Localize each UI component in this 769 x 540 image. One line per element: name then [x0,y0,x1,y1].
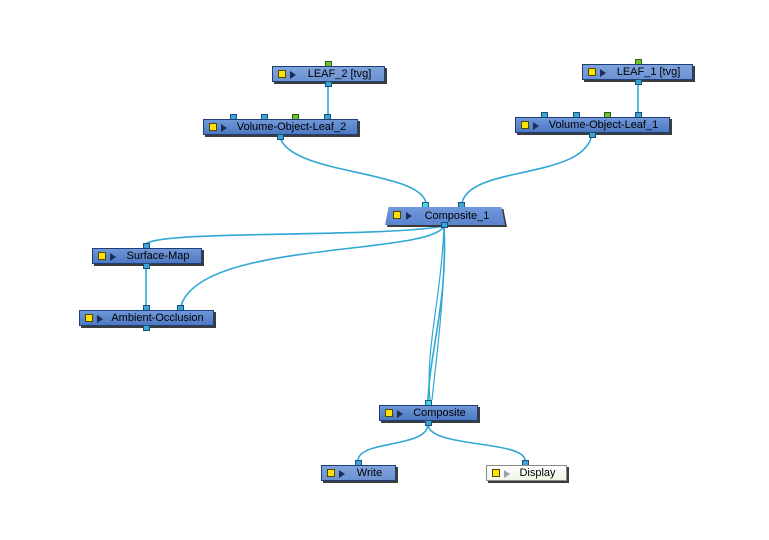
expand-arrow-icon[interactable] [339,470,345,478]
node-label: LEAF_1 [tvg] [616,66,681,78]
yellow-square-icon[interactable] [393,211,401,219]
expand-arrow-icon[interactable] [406,212,412,220]
yellow-square-icon[interactable] [588,68,596,76]
wire-composite1-to-composite-2 [428,225,445,401]
composite-output-port[interactable] [425,420,432,426]
node-composite-1[interactable]: Composite_1 [385,207,505,225]
wire-vol1-to-composite1 [461,133,593,204]
leaf1-output-port[interactable] [635,79,642,85]
node-label: Write [356,467,383,479]
expand-arrow-icon[interactable] [290,71,296,79]
vol1-output-port[interactable] [589,132,596,138]
node-surface-map[interactable]: Surface-Map [92,248,202,264]
node-label: Volume-Object-Leaf_2 [236,121,347,133]
wire-composite1-to-surfacemap [145,225,445,245]
wire-vol2-to-composite1 [279,136,427,204]
yellow-square-icon[interactable] [85,314,93,322]
node-label: Volume-Object-Leaf_1 [548,119,659,131]
expand-arrow-icon[interactable] [110,253,116,261]
node-label: Display [519,467,556,479]
node-label: Composite_1 [424,210,490,222]
yellow-square-icon[interactable] [385,409,393,417]
yellow-square-icon[interactable] [278,70,286,78]
yellow-square-icon[interactable] [98,252,106,260]
expand-arrow-icon[interactable] [600,69,606,77]
expand-arrow-icon[interactable] [504,470,510,478]
node-ambient-occlusion[interactable]: Ambient-Occlusion [79,310,214,326]
expand-arrow-icon[interactable] [397,410,403,418]
yellow-square-icon[interactable] [521,121,529,129]
node-label: Composite [413,407,466,419]
yellow-square-icon[interactable] [209,123,217,131]
composite1-output-port[interactable] [441,222,448,228]
node-write[interactable]: Write [321,465,396,481]
node-label: Surface-Map [126,250,190,262]
node-composite[interactable]: Composite [379,405,478,421]
expand-arrow-icon[interactable] [97,315,103,323]
yellow-square-icon[interactable] [492,469,500,477]
node-leaf1[interactable]: LEAF_1 [tvg] [582,64,693,80]
wire-composite1-to-ambient-a [180,225,445,307]
surfacemap-output-port[interactable] [143,263,150,269]
node-leaf2[interactable]: LEAF_2 [tvg] [272,66,385,82]
yellow-square-icon[interactable] [327,469,335,477]
wire-composite-to-display [427,423,526,461]
expand-arrow-icon[interactable] [221,124,227,132]
node-display[interactable]: Display [486,465,567,481]
wire-ambient-to-composite [431,225,445,401]
node-label: Ambient-Occlusion [111,312,204,324]
node-label: LEAF_2 [tvg] [307,68,372,80]
vol2-output-port[interactable] [277,134,284,140]
node-volume-object-leaf-1[interactable]: Volume-Object-Leaf_1 [515,117,670,133]
ambient-output-port[interactable] [143,325,150,331]
wire-composite-to-write [357,423,429,461]
expand-arrow-icon[interactable] [533,122,539,130]
node-volume-object-leaf-2[interactable]: Volume-Object-Leaf_2 [203,119,358,135]
leaf2-output-port[interactable] [325,81,332,87]
